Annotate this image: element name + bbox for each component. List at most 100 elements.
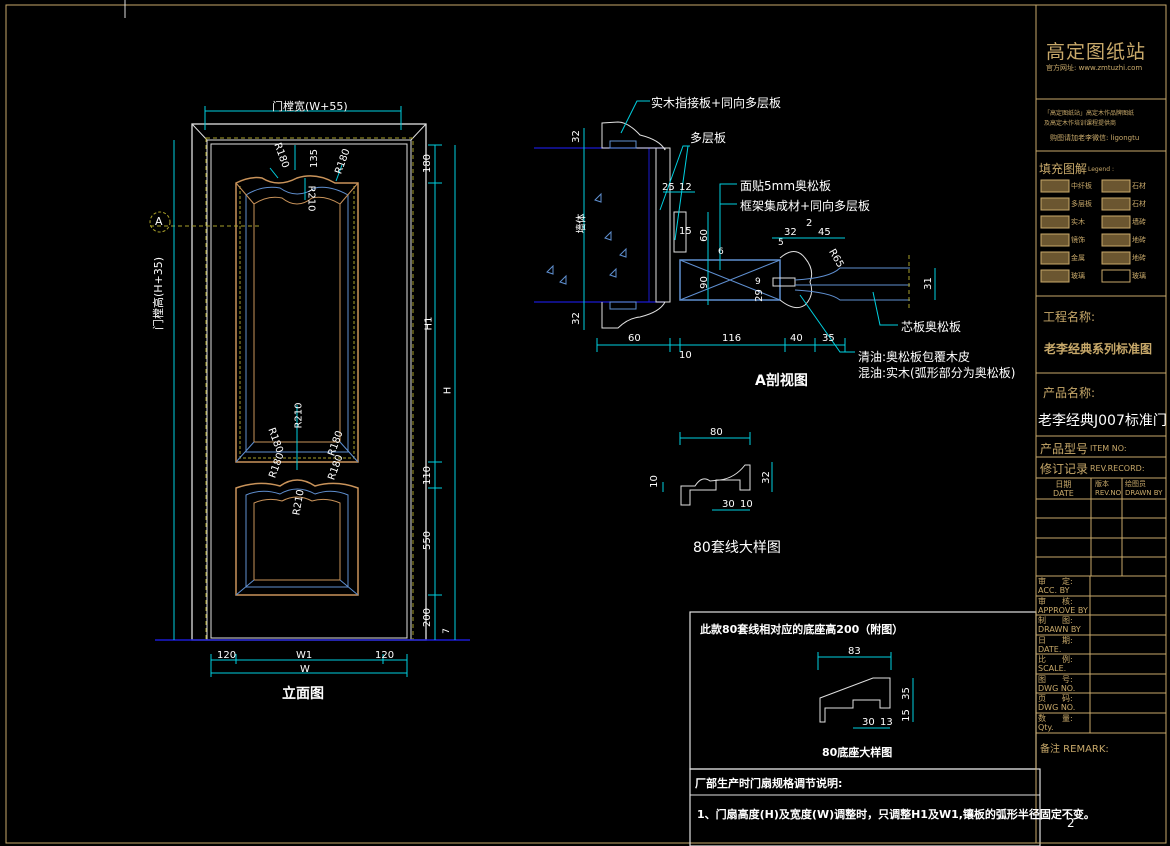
dim-45: 45 — [818, 227, 831, 238]
legend-item-9: 金属 — [1071, 254, 1085, 262]
legend-item-5: 实木 — [1071, 218, 1085, 226]
dim-bottom-32: 32 — [570, 312, 582, 325]
dim-31: 31 — [922, 277, 934, 290]
dim-right-h1: H1 — [423, 316, 435, 331]
casing-dim-30: 30 — [722, 499, 735, 510]
dim-bottom-35: 35 — [822, 333, 835, 344]
frame-width-label: 门樘宽(W+55) — [272, 100, 348, 113]
project-label: 工程名称: — [1043, 310, 1096, 324]
notes-heading: 厂部生产时门扇规格调节说明: — [695, 777, 843, 790]
casing-dim-left: 10 — [648, 475, 660, 488]
dim-right-110: 110 — [422, 465, 434, 486]
section-note-line2: 混油:实木(弧形部分为奥松板) — [858, 366, 1016, 380]
dim-bottom-gap: 7 — [441, 628, 452, 634]
legend-title: 填充图解 — [1039, 162, 1088, 176]
sign-row-cn: 审 定: — [1038, 577, 1073, 586]
product-name: 老李经典J007标准门 — [1038, 413, 1167, 429]
sign-row-en: APPROVE BY — [1038, 606, 1088, 615]
casing-detail-drawing — [662, 432, 773, 511]
sign-row-cn: 页 码: — [1038, 694, 1073, 703]
sign-row-en: Qty. — [1038, 723, 1054, 732]
brand-title: 高定图纸站 — [1046, 41, 1147, 63]
dim-bottom-right: 120 — [375, 650, 395, 661]
sign-row-label: 审 定:ACC. BY — [1038, 577, 1073, 595]
dim-15: 15 — [679, 226, 692, 237]
brand-website[interactable]: 官方网址: www.zmtuzhi.com — [1046, 64, 1143, 72]
sign-row-label: 审 核:APPROVE BY — [1038, 597, 1088, 615]
base-dim-35: 35 — [900, 687, 912, 700]
dim-12: 12 — [679, 182, 692, 193]
sign-row-en: ACC. BY — [1038, 586, 1070, 595]
product-label: 产品名称: — [1043, 386, 1096, 400]
dim-bottom-116: 116 — [722, 333, 742, 344]
rev-header-date-en: DATE — [1053, 489, 1074, 498]
dim-bottom-10: 10 — [679, 350, 692, 361]
model-label-en: ITEM NO: — [1090, 444, 1127, 453]
dim-60: 60 — [698, 229, 710, 242]
radius-top-center: R210 — [305, 185, 317, 212]
dim-5: 5 — [778, 238, 784, 248]
dim-bottom-center: W1 — [296, 650, 313, 661]
callout-solid-wood: 实木指接板+同向多层板 — [651, 96, 782, 110]
dim-2: 2 — [806, 218, 813, 229]
sign-row-en: DATE. — [1038, 645, 1062, 654]
base-dim-15: 15 — [900, 709, 912, 722]
dim-90: 90 — [698, 276, 710, 289]
dim-top-32: 32 — [570, 130, 582, 143]
base-dim-30: 30 — [862, 717, 875, 728]
casing-dim-10: 10 — [740, 499, 753, 510]
sign-row-cn: 比 例: — [1038, 655, 1073, 664]
base-detail-drawing — [817, 652, 914, 729]
remark-label: 备注 REMARK: — [1040, 744, 1109, 755]
dim-bottom-60: 60 — [628, 333, 641, 344]
brand-intro-1: 「高定图纸站」高定木作品牌图纸 — [1044, 110, 1135, 117]
brand-intro-2: 及高定木作培训课程提供商 — [1044, 120, 1117, 127]
sign-row-label: 数 量:Qty. — [1038, 714, 1073, 732]
dim-right-180: 180 — [422, 153, 434, 174]
callout-core-panel: 芯板奥松板 — [901, 320, 962, 334]
dim-top-center-height: 135 — [309, 148, 321, 169]
sign-row-label: 制 图:DRAWN BY — [1038, 616, 1081, 634]
callout-mdf-veneer: 面贴5mm奥松板 — [740, 179, 832, 193]
sign-row-label: 页 码:DWG NO. — [1038, 694, 1075, 712]
dim-9: 9 — [755, 277, 761, 287]
radius-mid-upper-center: R210 — [293, 402, 305, 429]
section-marker[interactable]: A — [155, 215, 163, 228]
sign-row-label: 比 例:SCALE. — [1038, 655, 1073, 673]
dim-32-top: 32 — [784, 227, 797, 238]
rev-header-drawn-cn: 绘图员 — [1125, 480, 1146, 488]
dim-overall-height: H — [442, 386, 454, 395]
project-name: 老李经典系列标准图 — [1044, 342, 1153, 356]
wall-label: 墙体 — [576, 213, 588, 234]
legend-item-7: 镜饰 — [1071, 236, 1085, 244]
legend-item-3: 多层板 — [1071, 200, 1092, 208]
sign-row-en: DRAWN BY — [1038, 625, 1081, 634]
elevation-title: 立面图 — [282, 686, 324, 702]
legend-item-12: 玻璃 — [1132, 272, 1146, 280]
rev-header-date-cn: 日期 — [1055, 480, 1072, 489]
legend-item-1: 中纤板 — [1071, 182, 1092, 190]
base-dim-13: 13 — [880, 717, 893, 728]
sign-row-en: DWG NO. — [1038, 703, 1076, 712]
dim-25: 25 — [662, 182, 675, 193]
casing-dim-height: 32 — [760, 471, 772, 484]
sign-row-cn: 日 期: — [1038, 636, 1073, 645]
sign-row-cn: 数 量: — [1038, 714, 1073, 723]
sign-row-en: DWG NO. — [1038, 684, 1076, 693]
rev-header-revno-en: REV.NO — [1095, 489, 1122, 497]
sign-row-cn: 图 号: — [1038, 675, 1073, 684]
sign-row-label: 图 号:DWG NO. — [1038, 675, 1075, 693]
dim-bottom-left: 120 — [217, 650, 237, 661]
base-box-heading: 此款80套线相对应的底座高200（附图） — [700, 623, 904, 636]
door-elevation — [149, 106, 470, 677]
dim-right-550: 550 — [422, 530, 434, 551]
dim-right-200: 200 — [422, 607, 434, 628]
base-detail-title: 80底座大样图 — [822, 746, 893, 759]
legend-item-6: 墙砖 — [1132, 218, 1146, 226]
sign-row-cn: 制 图: — [1038, 616, 1073, 625]
title-block-lines — [1035, 4, 1167, 844]
frame-height-label: 门樘高(H+35) — [152, 256, 165, 330]
